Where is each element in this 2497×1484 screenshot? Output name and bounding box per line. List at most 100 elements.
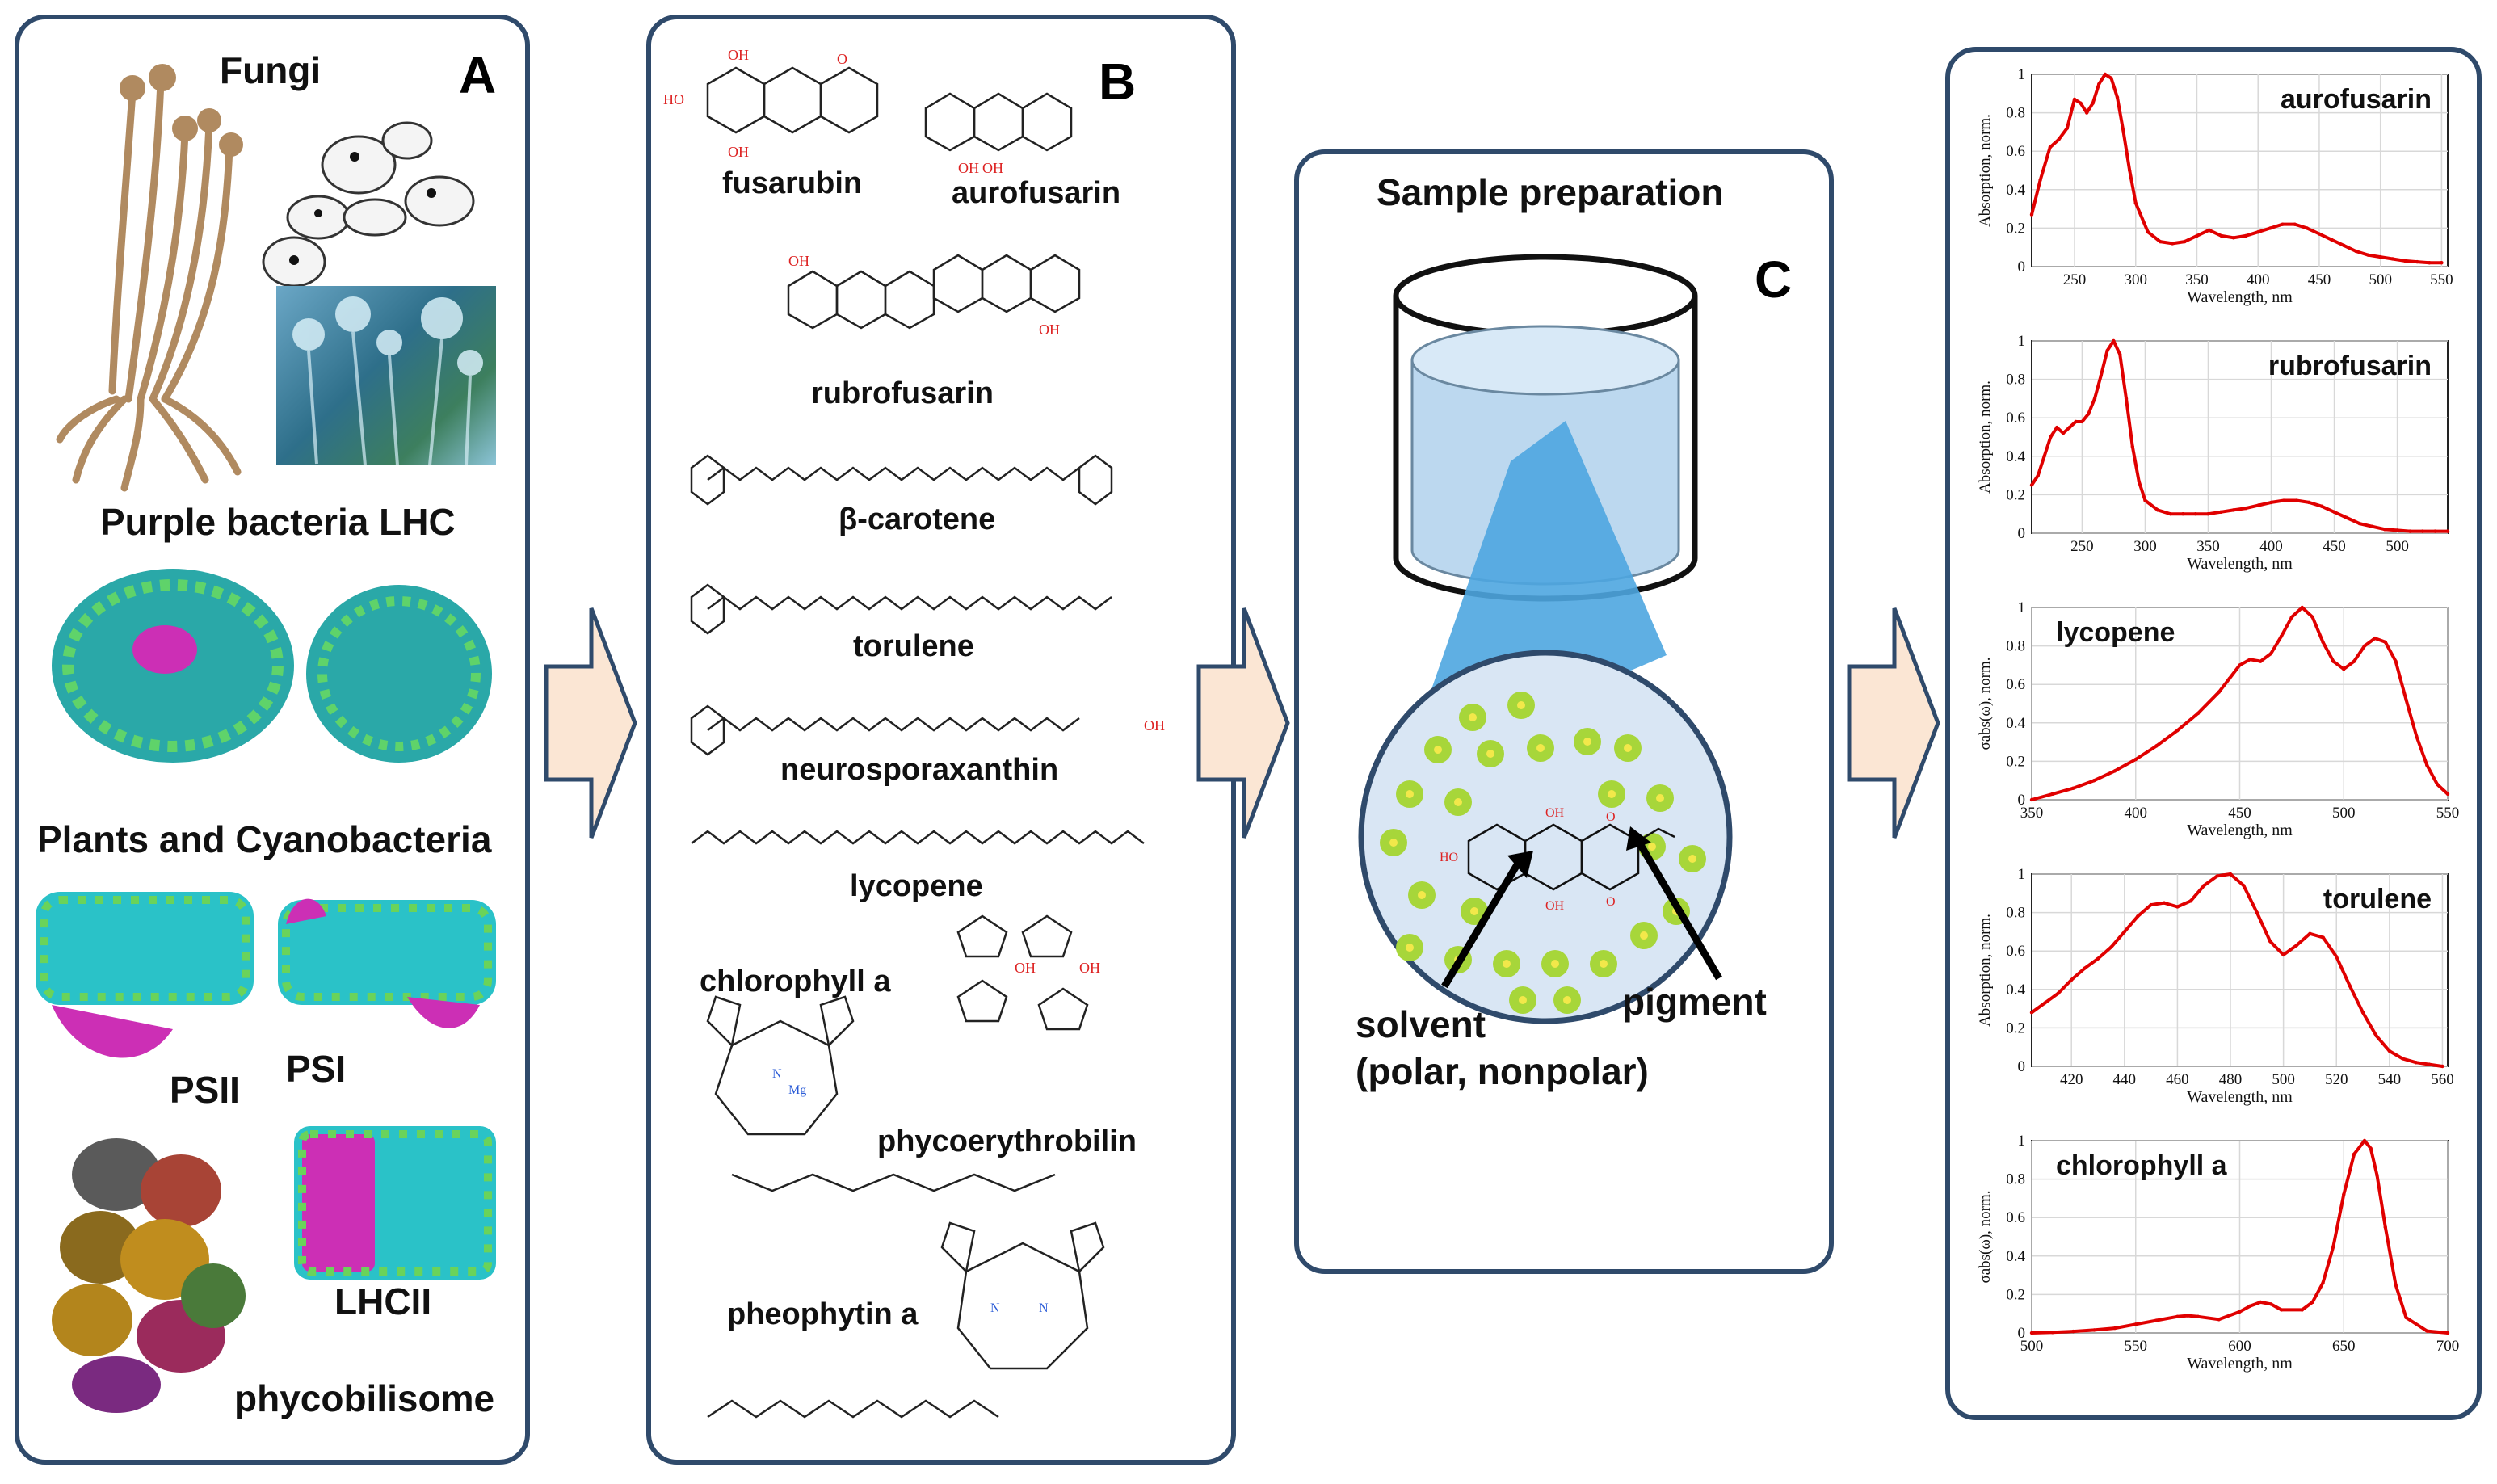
data-point [2259,659,2263,663]
solvent-molecule-core [1389,839,1398,847]
plants-cyanobacteria-label: Plants and Cyanobacteria [37,818,492,860]
x-tick-label: 450 [2323,538,2346,555]
data-point [2300,605,2304,610]
data-point [2378,254,2382,259]
data-point [2061,431,2066,435]
solvent-molecule-core [1454,798,1462,806]
svg-text:HO: HO [663,91,684,107]
data-point [2383,640,2387,645]
y-tick-label: 1 [2018,866,2026,883]
flow-arrow-b-to-c [1196,607,1290,839]
y-tick-label: 0.2 [2006,1286,2025,1303]
y-tick-label: 0.4 [2006,448,2025,465]
phycobilisome-lhcii-structures [52,1126,496,1413]
data-point [2268,226,2272,230]
data-point [2048,145,2052,149]
svg-text:OH: OH [728,144,749,160]
data-point [2281,952,2285,957]
chart-frame [2031,873,2449,1067]
y-tick-label: 0.6 [2006,943,2025,960]
solvent-molecule-core [1688,855,1696,863]
photosystem-structures [36,892,496,1058]
chart-title: aurofusarin [2281,84,2432,115]
y-tick-label: 0.4 [2006,1248,2025,1265]
x-axis-label: Wavelength, nm [2187,1088,2293,1106]
data-point [2130,444,2135,449]
fungi-illustration [56,64,475,492]
data-point [2231,508,2235,512]
data-point [2420,529,2424,533]
svg-text:OH: OH [788,253,809,269]
solvent-molecule-core [1640,931,1648,940]
data-point [2425,763,2429,767]
data-point [2281,498,2286,502]
y-tick-label: 0 [2018,1325,2026,1342]
solvent-molecule-core [1517,701,1525,709]
data-point [2394,659,2398,663]
x-tick-label: 500 [2332,805,2356,822]
svg-text:N: N [772,1067,782,1081]
data-point [2321,640,2325,645]
solvent-molecule-core [1486,750,1494,758]
data-point [2175,729,2180,733]
data-point [2342,1192,2346,1196]
label-arrows [1441,826,1722,989]
lycopene-mol-label: lycopene [850,869,983,903]
data-point [2036,473,2041,477]
data-point [2188,899,2193,903]
data-point [2097,82,2101,86]
x-tick-label: 700 [2436,1338,2460,1355]
data-point [2218,510,2223,515]
svg-text:OH: OH [1079,960,1100,976]
data-point [2122,930,2127,934]
data-point [2080,419,2084,424]
data-point [2305,226,2310,230]
panel-b: B [646,15,1236,1465]
data-point [2092,397,2097,401]
data-point [2259,1300,2263,1305]
flow-arrow-a-to-b [544,607,637,839]
data-point [2310,1300,2314,1305]
lhcii-label: LHCII [334,1280,432,1322]
x-tick-label: 550 [2430,271,2453,288]
solvent-molecule-core [1406,944,1414,952]
solvent-molecule-core [1406,790,1414,798]
data-point [2440,1064,2444,1069]
y-tick-label: 0.8 [2006,372,2025,389]
data-point [2331,1244,2335,1249]
data-point [2369,1146,2373,1150]
data-point [2375,1173,2379,1178]
data-point [2149,902,2153,907]
solvent-type-label: (polar, nonpolar) [1356,1050,1649,1092]
data-point [2112,769,2117,773]
data-point [2143,498,2147,502]
data-point [2357,521,2361,526]
solvent-molecule-core [1563,996,1571,1004]
solvent-molecule-core [1470,907,1478,915]
x-tick-label: 460 [2166,1071,2189,1088]
data-point [2074,419,2078,424]
rubrofusarin-mol-label: rubrofusarin [811,376,994,410]
data-point [2342,243,2346,248]
data-point [2279,634,2284,638]
x-tick-label: 520 [2325,1071,2348,1088]
x-tick-label: 600 [2228,1338,2251,1355]
panel-a: A Fungi [15,15,530,1465]
panel-a-label: A [459,46,497,104]
data-point [2404,1315,2408,1320]
y-tick-label: 0.2 [2006,486,2025,503]
data-point [2329,238,2334,242]
y-tick-label: 0.6 [2006,1209,2025,1226]
svg-text:O: O [1606,895,1616,909]
solvent-molecule-core [1583,738,1591,746]
data-point [2321,1280,2325,1285]
x-axis-label: Wavelength, nm [2187,288,2293,306]
data-point [2256,229,2260,234]
psi-label: PSI [286,1048,347,1090]
data-point [2175,1314,2180,1318]
data-point [2433,529,2437,533]
solvent-molecule-core [1519,996,1527,1004]
data-point [2308,931,2312,935]
